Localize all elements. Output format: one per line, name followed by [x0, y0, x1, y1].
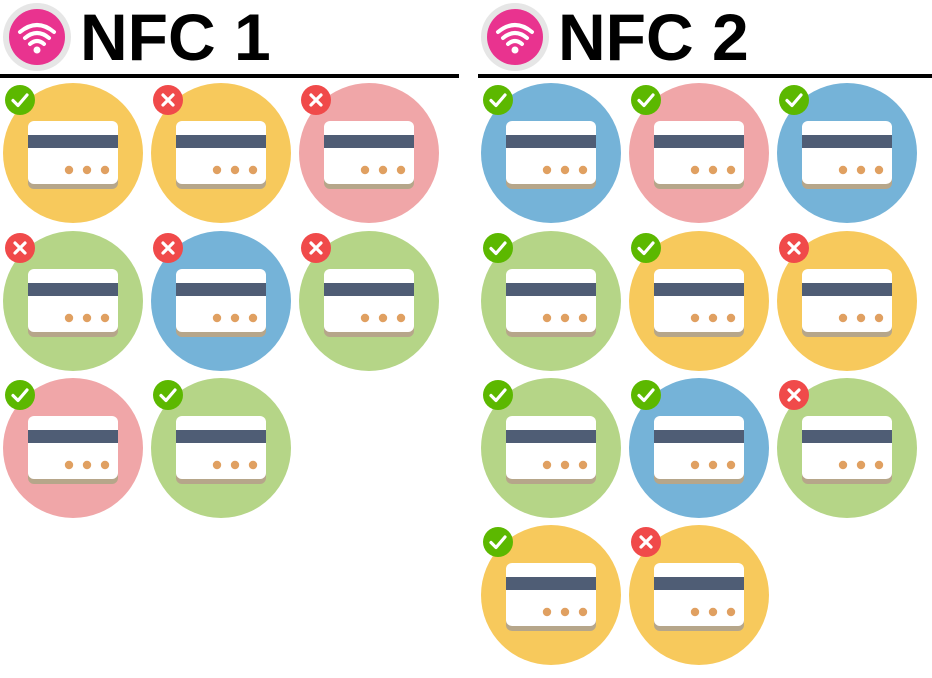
panel-header: NFC 1 — [0, 0, 459, 80]
card-tile-blue[interactable] — [629, 378, 777, 526]
check-badge-icon — [777, 83, 811, 117]
nfc-wifi-icon — [3, 3, 71, 71]
card-tile-yellow[interactable] — [151, 83, 299, 231]
panel-title: NFC 2 — [558, 0, 749, 74]
check-badge-icon — [629, 83, 663, 117]
card-tile-pink[interactable] — [299, 83, 447, 231]
card-tile-yellow[interactable] — [777, 231, 925, 379]
card-tile-blue[interactable] — [481, 83, 629, 231]
nfc-panel-2: NFC 2 — [478, 0, 932, 665]
card-tile-pink[interactable] — [629, 83, 777, 231]
nfc-panel-1: NFC 1 — [0, 0, 459, 518]
card-tile-yellow[interactable] — [629, 525, 777, 673]
cross-badge-icon — [151, 231, 185, 265]
check-badge-icon — [151, 378, 185, 412]
cross-badge-icon — [151, 83, 185, 117]
panel-header: NFC 2 — [478, 0, 932, 80]
check-badge-icon — [3, 83, 37, 117]
title-divider — [0, 74, 459, 78]
check-badge-icon — [629, 378, 663, 412]
card-tile-green[interactable] — [777, 378, 925, 526]
card-tile-blue[interactable] — [777, 83, 925, 231]
check-badge-icon — [3, 378, 37, 412]
title-divider — [478, 74, 932, 78]
card-tile-green[interactable] — [481, 378, 629, 526]
cross-badge-icon — [299, 83, 333, 117]
check-badge-icon — [481, 231, 515, 265]
card-tile-pink[interactable] — [3, 378, 151, 526]
check-badge-icon — [481, 525, 515, 559]
check-badge-icon — [481, 83, 515, 117]
card-tile-blue[interactable] — [151, 231, 299, 379]
card-tile-yellow[interactable] — [3, 83, 151, 231]
card-tile-yellow[interactable] — [629, 231, 777, 379]
card-tile-green[interactable] — [481, 231, 629, 379]
nfc-wifi-icon — [481, 3, 549, 71]
cross-badge-icon — [3, 231, 37, 265]
card-grid — [0, 0, 459, 678]
cross-badge-icon — [299, 231, 333, 265]
cross-badge-icon — [777, 231, 811, 265]
card-tile-yellow[interactable] — [481, 525, 629, 673]
panel-title: NFC 1 — [80, 0, 271, 74]
card-tile-green[interactable] — [299, 231, 447, 379]
card-tile-green[interactable] — [3, 231, 151, 379]
check-badge-icon — [481, 378, 515, 412]
card-tile-green[interactable] — [151, 378, 299, 526]
cross-badge-icon — [777, 378, 811, 412]
check-badge-icon — [629, 231, 663, 265]
card-grid — [478, 0, 932, 678]
cross-badge-icon — [629, 525, 663, 559]
